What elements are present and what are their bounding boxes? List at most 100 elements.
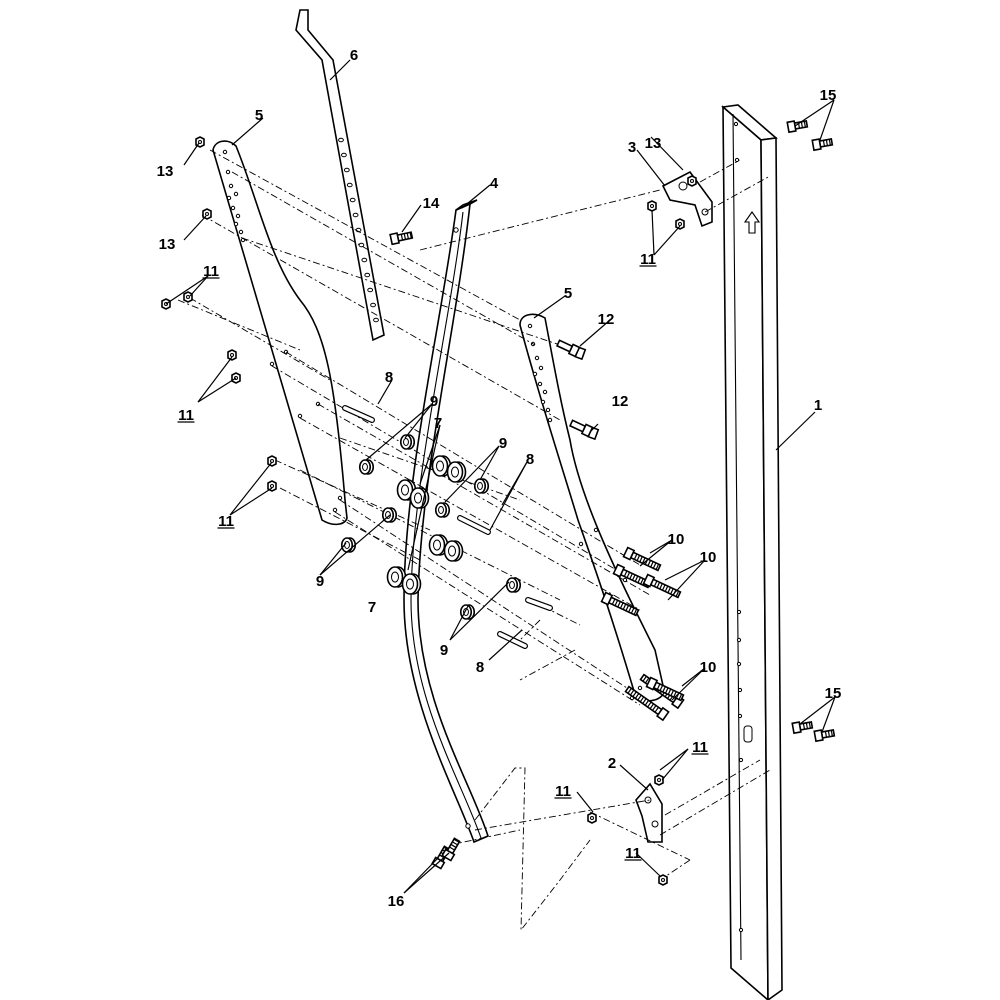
fasteners-group <box>161 120 836 886</box>
bolt-10 <box>612 563 652 589</box>
callout-label-10: 10 <box>700 659 717 676</box>
leader-line <box>165 275 209 305</box>
callout-label-8: 8 <box>385 369 393 386</box>
strip-hole <box>361 257 368 263</box>
bolt-14 <box>389 231 414 246</box>
lock-nut <box>675 218 685 230</box>
plate-hole <box>297 413 303 419</box>
lock-nut <box>654 774 664 786</box>
callout-label-9: 9 <box>499 435 507 452</box>
callout-label-11: 11 <box>640 251 656 268</box>
callout-label-11: 11 <box>692 739 708 756</box>
leader-line <box>533 295 566 319</box>
lock-nut <box>267 480 277 492</box>
callout-label-11: 11 <box>178 407 194 424</box>
leader-line <box>799 696 836 725</box>
bearing-9 <box>340 537 357 553</box>
leader-line <box>671 667 706 701</box>
leader-line <box>576 791 594 813</box>
centerline <box>659 769 771 836</box>
centerline <box>241 237 576 351</box>
plate-hole <box>337 495 343 501</box>
centerline <box>279 487 421 561</box>
bearing-9 <box>399 434 416 450</box>
leader-line <box>183 215 207 241</box>
callout-label-15: 15 <box>820 87 837 104</box>
strip-hole <box>343 167 350 173</box>
callout-label-10: 10 <box>668 531 685 548</box>
callout-label-13: 13 <box>159 236 176 253</box>
callout-label-1: 1 <box>814 397 822 414</box>
part-2-bottom-bracket <box>635 782 663 843</box>
leader-line <box>664 559 706 581</box>
plate-hole <box>542 389 548 395</box>
centerline <box>177 299 301 351</box>
strip-hole <box>373 317 379 323</box>
hex-bolt-12 <box>555 339 581 358</box>
plate-hole <box>222 149 228 155</box>
bearing-9 <box>434 502 451 518</box>
strip-hole <box>367 287 374 293</box>
plate-hole <box>532 371 538 377</box>
plate-hole <box>593 527 599 533</box>
leader-line <box>479 445 500 481</box>
lock-nut <box>658 874 668 886</box>
up-arrow-icon <box>743 211 761 234</box>
callout-label-8: 8 <box>476 659 484 676</box>
leader-line <box>639 539 673 567</box>
callout-label-14: 14 <box>423 195 440 212</box>
plate-hole <box>235 213 241 219</box>
part-6-slotted-strip <box>295 9 385 342</box>
centerline <box>209 149 521 321</box>
leader-line <box>319 514 391 576</box>
strip-hole <box>358 242 365 248</box>
plate-hole <box>228 183 234 189</box>
strip-hole <box>346 182 353 188</box>
screw-15 <box>813 729 836 743</box>
centerline <box>285 351 641 566</box>
callout-labels: 1234556778889999101010111111111111111212… <box>157 47 842 910</box>
plate-hole <box>545 407 551 413</box>
leader-line <box>404 403 433 439</box>
leader-line <box>650 136 684 171</box>
strip-hole <box>352 212 359 218</box>
zigzag-path <box>474 767 591 932</box>
callout-label-7: 7 <box>434 415 442 432</box>
screw-15 <box>811 138 834 152</box>
axle-8 <box>497 631 528 649</box>
leader-line <box>489 461 528 531</box>
leader-lines <box>165 59 836 894</box>
plate-hole <box>269 361 275 367</box>
lock-nut <box>183 291 193 303</box>
strip-hole <box>341 152 347 158</box>
plate-hole <box>637 685 643 691</box>
plate-hole <box>225 169 231 175</box>
leader-line <box>651 209 655 256</box>
leader-line <box>653 225 681 256</box>
strip-hole <box>349 197 356 203</box>
leader-line <box>319 542 347 576</box>
leader-line <box>667 559 706 601</box>
plate-hole <box>233 221 239 227</box>
leader-line <box>794 99 835 127</box>
callout-label-11: 11 <box>203 263 219 280</box>
leader-line <box>488 629 523 661</box>
callout-label-9: 9 <box>316 573 324 590</box>
callout-label-2: 2 <box>608 755 616 772</box>
bolt-10 <box>600 591 640 617</box>
strip-hole <box>364 272 371 278</box>
lock-nut <box>687 175 697 187</box>
plate-hole <box>230 205 236 211</box>
bearing-9 <box>473 478 490 494</box>
leader-line <box>197 377 237 403</box>
axle-8 <box>525 597 553 611</box>
leader-line <box>775 411 816 451</box>
plate-hole <box>578 541 584 547</box>
screw-15 <box>791 721 814 735</box>
leader-line <box>635 852 661 877</box>
leader-line <box>183 142 200 166</box>
centerline <box>519 649 576 681</box>
callout-label-6: 6 <box>350 47 358 64</box>
callout-label-11: 11 <box>555 783 571 800</box>
